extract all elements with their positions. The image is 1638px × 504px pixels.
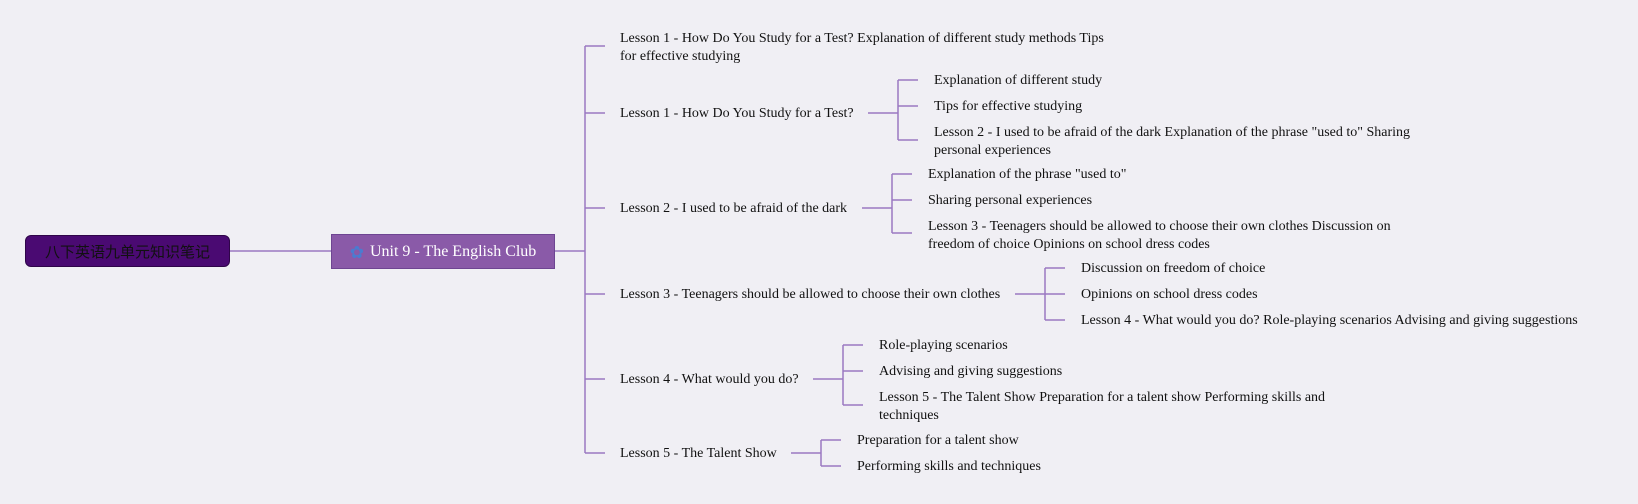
child-node[interactable]: Lesson 2 - I used to be afraid of the da… — [934, 125, 1411, 158]
branch-node-lesson-2[interactable]: Lesson 2 - I used to be afraid of the da… — [620, 201, 848, 216]
child-node[interactable]: Lesson 5 - The Talent Show Preparation f… — [879, 390, 1326, 423]
child-node[interactable]: Advising and giving suggestions — [879, 364, 1063, 379]
child-node[interactable]: Tips for effective studying — [934, 99, 1083, 114]
child-node[interactable]: Discussion on freedom of choice — [1081, 261, 1266, 276]
branch-node-lesson-1-summary[interactable]: Lesson 1 - How Do You Study for a Test? … — [620, 31, 1104, 64]
branch-node-lesson-4[interactable]: Lesson 4 - What would you do? — [620, 372, 799, 387]
child-node[interactable]: Role-playing scenarios — [879, 338, 1008, 353]
branch-node-lesson-5[interactable]: Lesson 5 - The Talent Show — [620, 446, 777, 461]
child-node[interactable]: Lesson 4 - What would you do? Role-playi… — [1081, 313, 1578, 328]
root-node[interactable]: 八下英语九单元知识笔记 — [25, 235, 230, 267]
child-node[interactable]: Lesson 3 - Teenagers should be allowed t… — [928, 219, 1391, 252]
branch-node-lesson-3[interactable]: Lesson 3 - Teenagers should be allowed t… — [620, 287, 1001, 302]
child-node[interactable]: Performing skills and techniques — [857, 459, 1041, 474]
root-node-label: 八下英语九单元知识笔记 — [44, 242, 210, 261]
center-node[interactable]: ✿ Unit 9 - The English Club — [331, 234, 555, 269]
star-icon: ✿ — [349, 242, 364, 262]
child-node[interactable]: Explanation of the phrase "used to" — [928, 167, 1127, 182]
child-node[interactable]: Sharing personal experiences — [928, 193, 1093, 208]
branch-node-lesson-1[interactable]: Lesson 1 - How Do You Study for a Test? — [620, 106, 854, 121]
center-node-label: Unit 9 - The English Club — [369, 242, 537, 260]
child-node[interactable]: Opinions on school dress codes — [1081, 287, 1258, 302]
child-node[interactable]: Preparation for a talent show — [857, 433, 1019, 448]
child-node[interactable]: Explanation of different study — [934, 73, 1103, 88]
